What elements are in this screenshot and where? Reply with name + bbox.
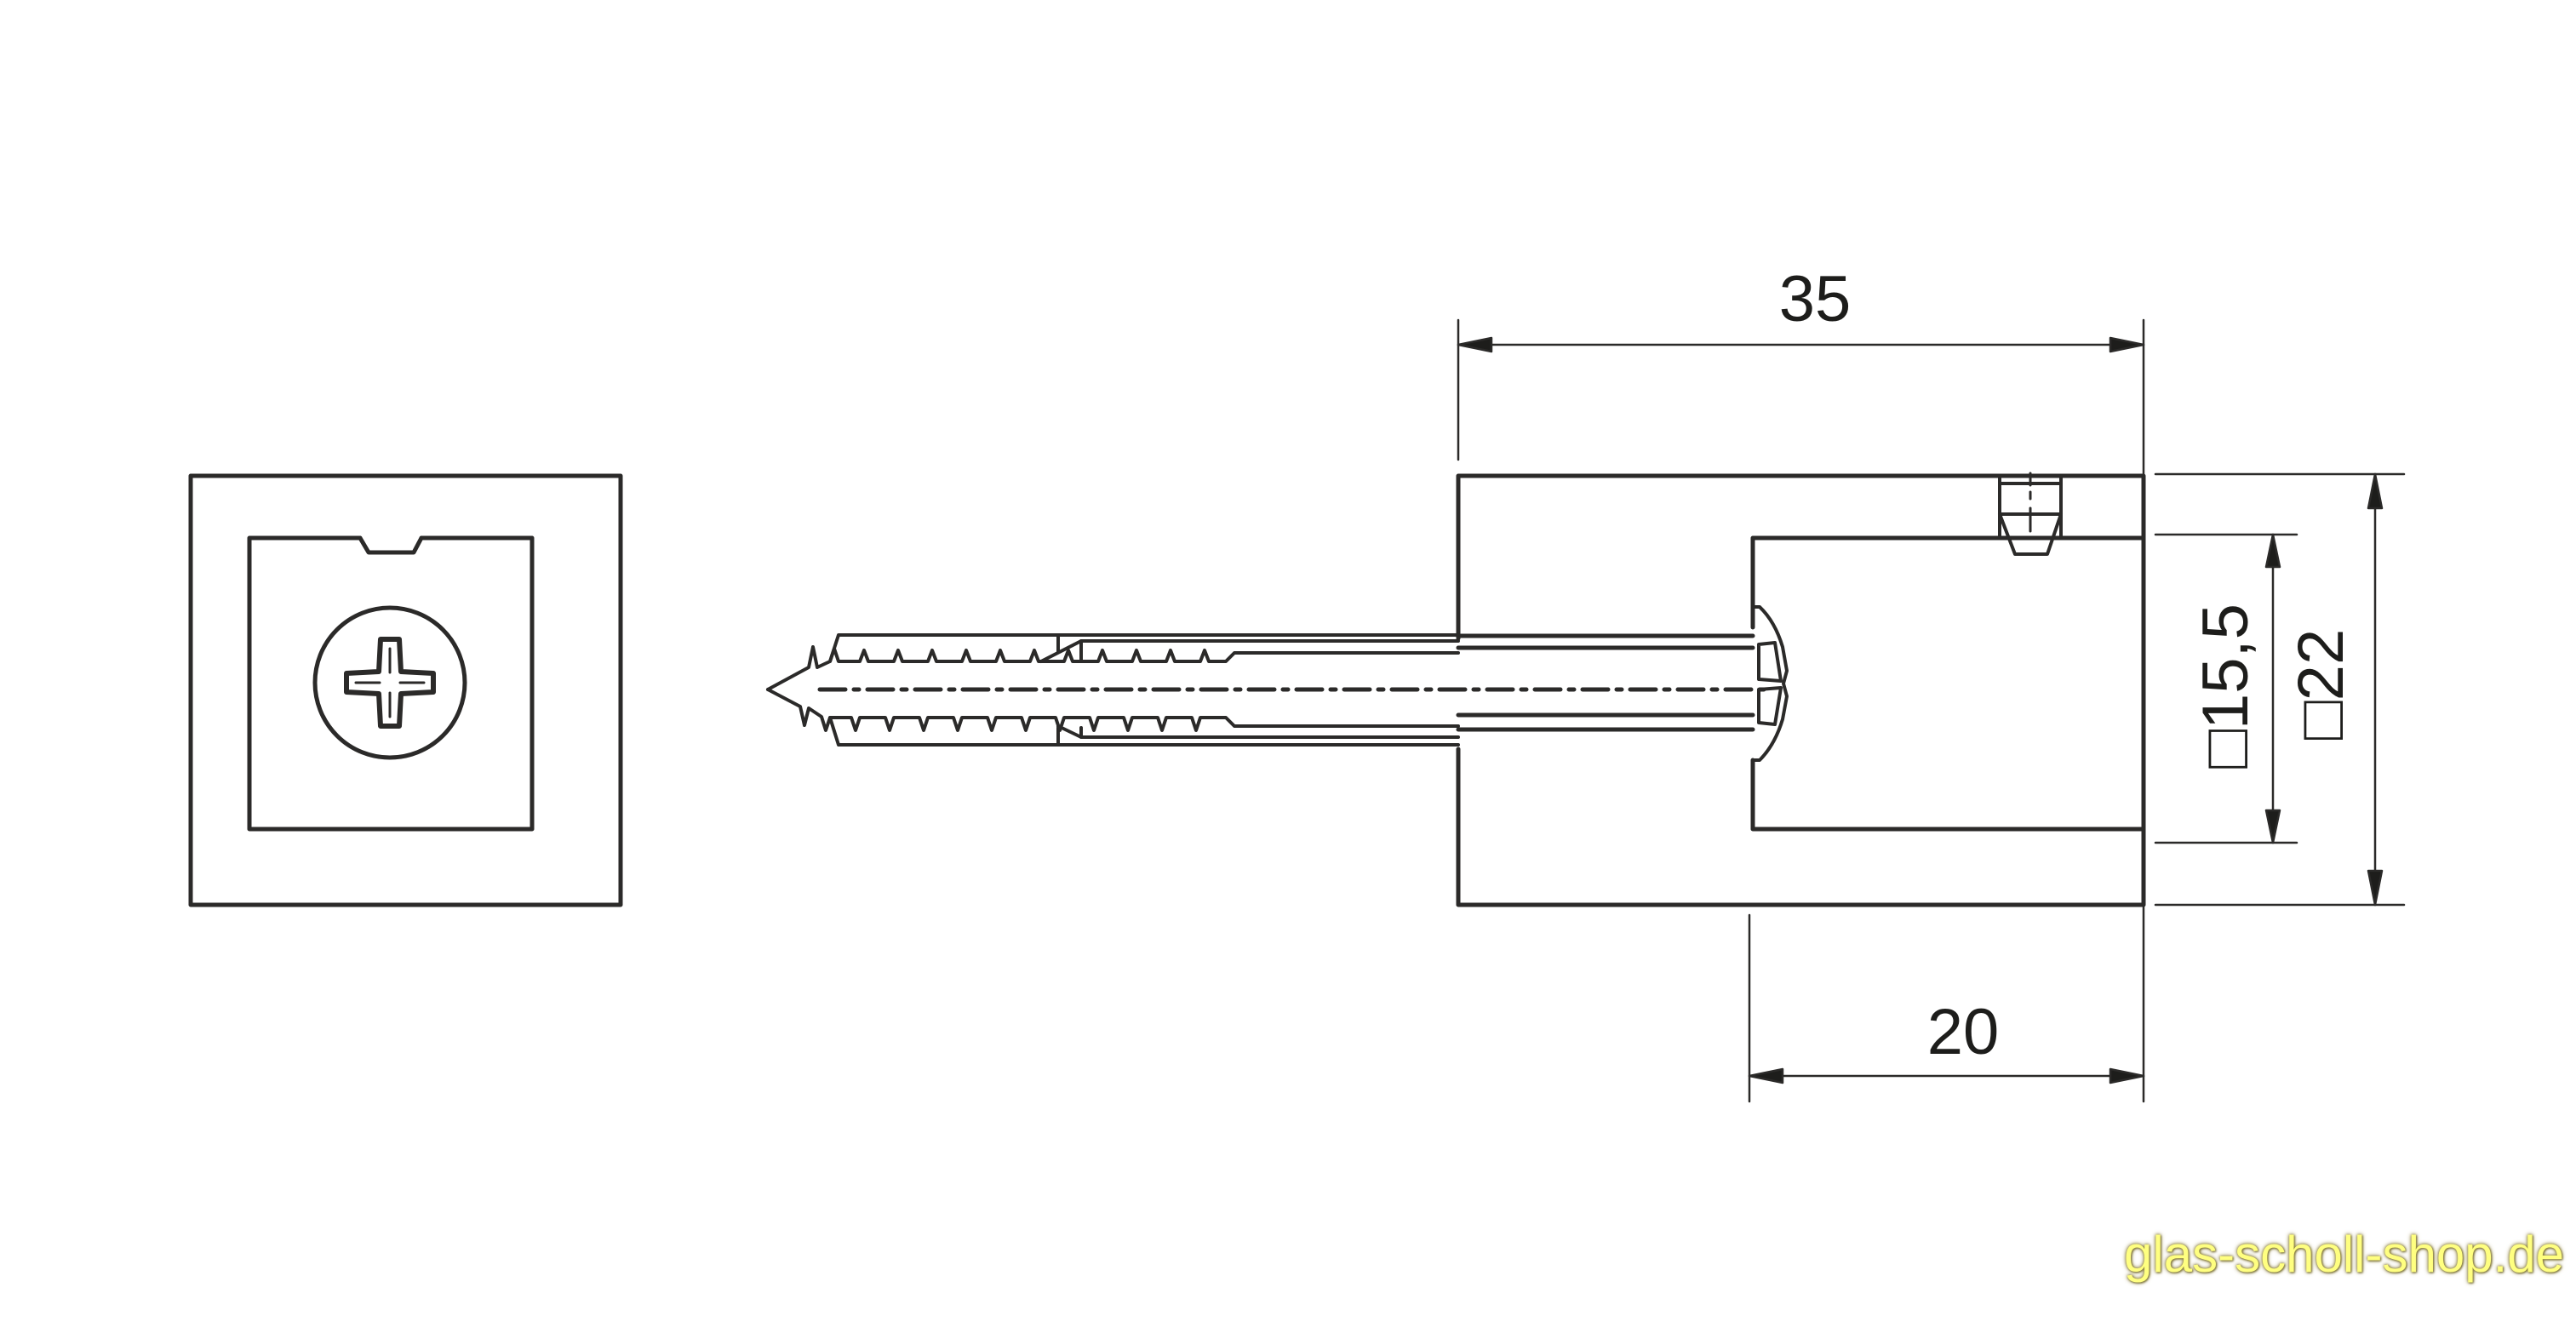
dimension-22 [2154, 472, 2406, 907]
front-view [188, 473, 623, 907]
front-outer-square [188, 473, 623, 907]
dimension-label-15-5: □15,5 [2190, 604, 2262, 769]
dimension-20 [1748, 903, 2145, 1103]
side-section-view [766, 472, 2146, 907]
screw-head [1751, 605, 1789, 762]
dimension-label-22: □22 [2285, 629, 2357, 740]
front-notch [358, 535, 424, 555]
dimension-35 [1457, 318, 2145, 476]
screw-thread-bottom [766, 688, 1460, 732]
set-screw [1998, 472, 2063, 556]
dimension-label-20: 20 [1927, 996, 2000, 1068]
phillips-cross-icon [344, 637, 436, 729]
screw-thread-top [766, 645, 1460, 691]
wall-plug [828, 633, 1460, 747]
dimension-label-35: 35 [1779, 263, 1852, 335]
cap-outline [1750, 535, 2146, 630]
front-inner-square [247, 535, 535, 832]
screw-head-circle [312, 605, 467, 760]
cap-outline-bottom [1750, 758, 2146, 832]
block-outline [1456, 473, 2146, 907]
dimension-15-5 [2154, 533, 2298, 844]
watermark: glas-scholl-shop.de [2124, 1226, 2564, 1283]
